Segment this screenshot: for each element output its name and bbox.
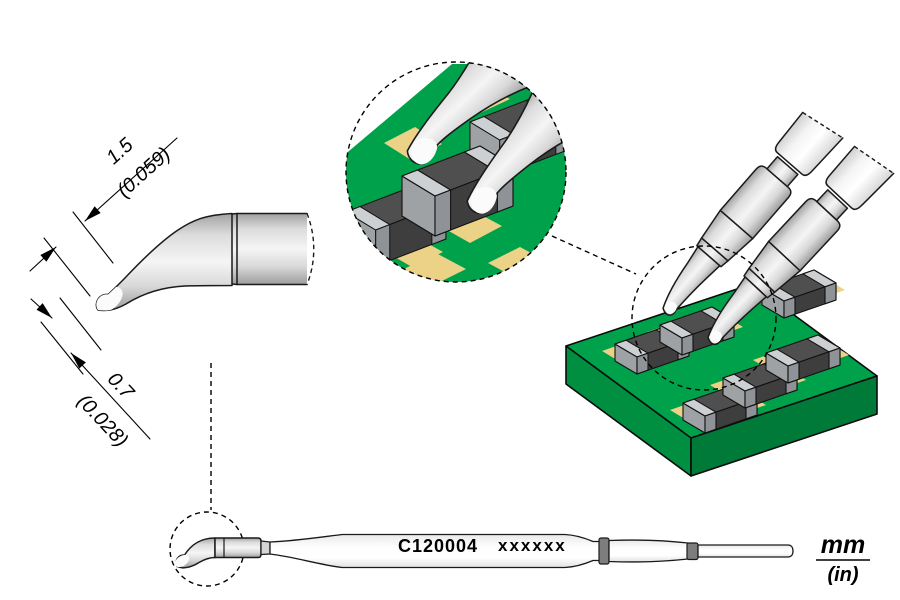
units-label: mm (in) xyxy=(816,531,870,586)
detail-link-line xyxy=(551,235,637,275)
rear-ring xyxy=(686,542,699,561)
units-imperial: (in) xyxy=(827,564,858,586)
detail-magnifier-scene xyxy=(345,61,637,283)
arrowhead xyxy=(36,303,52,318)
cartridge-side-view: C120004 xxxxxx xyxy=(169,363,794,587)
body-ring xyxy=(598,537,610,565)
contact-pin xyxy=(697,544,794,558)
marking-label: xxxxxx xyxy=(498,536,567,555)
pcb-board xyxy=(565,283,878,477)
dimension-label-bend-mm: 1.5 xyxy=(102,133,138,169)
collar-step xyxy=(260,540,271,556)
tip-diameter-dimension: 0.7 (0.028) xyxy=(30,297,151,452)
detail-source-circle xyxy=(631,245,777,391)
tip-shaft xyxy=(231,212,315,286)
arrowhead xyxy=(85,206,101,221)
tip-cone xyxy=(95,212,233,312)
arrowhead xyxy=(71,353,86,369)
dimension-label-tip-mm: 0.7 xyxy=(103,368,139,404)
rear-section xyxy=(608,539,689,563)
units-metric: mm xyxy=(821,531,865,559)
model-number-label: C120004 xyxy=(398,536,478,556)
arrowhead xyxy=(40,247,56,262)
magnifier-circle xyxy=(345,61,567,283)
tip-profile-view: 1.5 (0.059) 0.7 (0.028) xyxy=(29,133,315,452)
break-line xyxy=(306,213,315,285)
tinned-tip-end xyxy=(174,554,190,568)
application-scene xyxy=(565,106,895,477)
tip-collar xyxy=(214,537,262,559)
